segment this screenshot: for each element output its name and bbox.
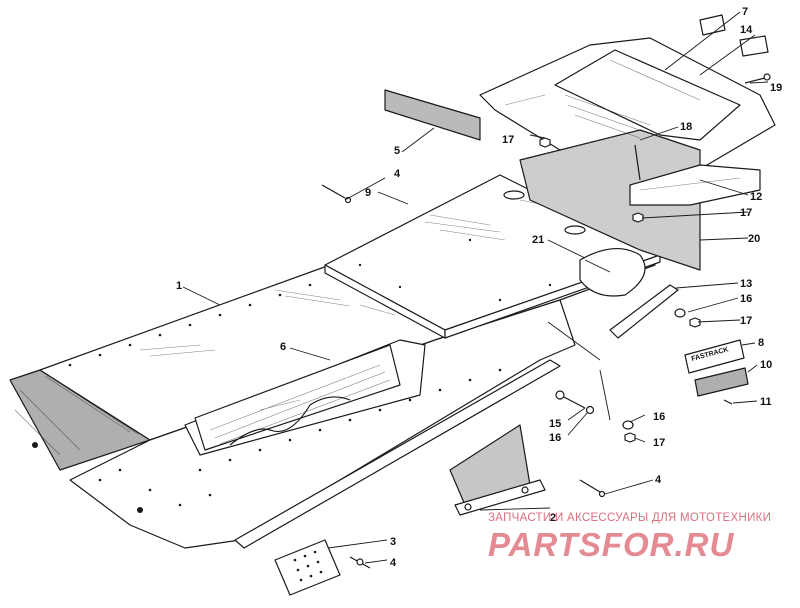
nut-17-upper (539, 137, 551, 148)
fastrack-decal (684, 339, 745, 374)
callout-17-upper: 17 (502, 134, 514, 146)
callout-labels: 1 2 3 4 4 4 5 6 7 8 9 10 11 12 13 14 15 … (176, 6, 782, 569)
callout-21: 21 (532, 234, 544, 246)
nut-17-bumper (632, 212, 644, 223)
tunnel-assembly (9, 229, 656, 549)
suspension-bracket (449, 424, 546, 516)
bumper-crossbar (629, 164, 761, 206)
callout-3: 3 (390, 536, 396, 548)
callout-19: 19 (770, 82, 782, 94)
callout-10: 10 (760, 359, 772, 371)
decal-14 (739, 35, 769, 57)
watermark-brand: PARTSFOR.RU (488, 526, 735, 563)
nut-17 (624, 432, 636, 443)
callout-20: 20 (748, 233, 760, 245)
callout-5: 5 (394, 145, 400, 157)
callout-18: 18 (680, 121, 692, 133)
flame-decal (229, 396, 351, 446)
bolt-18 (634, 144, 641, 181)
reinforcement-plate (274, 539, 341, 596)
callout-14: 14 (740, 24, 753, 36)
watermark-tagline: ЗАПЧАСТИ И АКСЕССУАРЫ ДЛЯ МОТОТЕХНИКИ (488, 512, 772, 524)
decal-7 (699, 14, 726, 36)
callout-2: 2 (550, 512, 556, 524)
screw-11 (723, 399, 733, 405)
callout-12: 12 (750, 191, 762, 203)
hardware-fasteners (321, 73, 771, 569)
callout-17-right: 17 (740, 315, 752, 327)
rivet-top (321, 184, 346, 199)
rear-bumper-assembly (479, 37, 776, 271)
callout-6: 6 (280, 341, 286, 353)
bolt-19 (744, 77, 766, 84)
callout-8: 8 (758, 337, 764, 349)
callout-9: 9 (365, 187, 371, 199)
callout-4-bottom: 4 (390, 557, 397, 569)
leader-lines (182, 11, 769, 564)
callout-1: 1 (176, 280, 182, 292)
tunnel-lower-rail (234, 359, 561, 549)
callout-4-right: 4 (655, 474, 662, 486)
snow-flap (579, 247, 646, 297)
callout-17-lower: 17 (653, 437, 665, 449)
callout-16-left: 16 (549, 432, 561, 444)
callout-11: 11 (760, 396, 772, 408)
washer-16-top (674, 308, 686, 318)
callout-4-top: 4 (394, 168, 401, 180)
bumper-inner-opening (554, 49, 741, 141)
callout-17-bumper: 17 (740, 207, 752, 219)
foot-rest-runner (184, 339, 426, 456)
rivet-right (579, 479, 601, 493)
callout-16-right: 16 (653, 411, 665, 423)
rear-axle-bar (609, 284, 679, 339)
callout-7: 7 (742, 6, 748, 18)
nut-17-right (689, 317, 701, 328)
reflector-strip (384, 89, 481, 141)
callout-16-top: 16 (740, 293, 752, 305)
cover-plate-slot (503, 190, 525, 200)
decal-10 (694, 367, 749, 397)
callout-15: 15 (549, 418, 561, 430)
callout-13: 13 (740, 278, 752, 290)
washer-16 (622, 420, 634, 430)
washer-15 (585, 405, 595, 415)
